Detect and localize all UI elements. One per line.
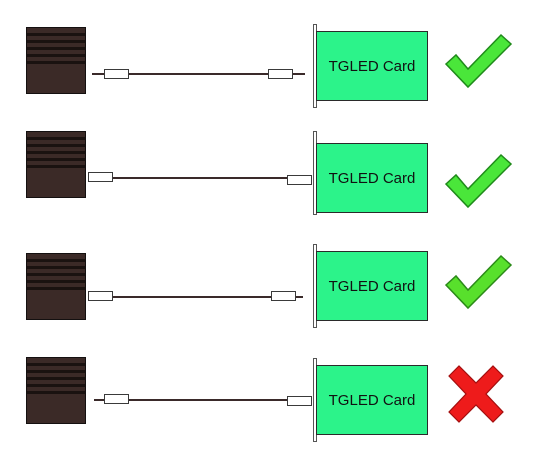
source-device: [26, 357, 86, 424]
card-label: TGLED Card: [328, 277, 416, 295]
connection-row: TGLED Card: [0, 330, 536, 442]
cable: [90, 177, 300, 179]
source-device: [26, 131, 86, 198]
cable: [94, 399, 302, 401]
cable: [92, 73, 305, 75]
card-label: TGLED Card: [328, 57, 416, 75]
tgled-card: TGLED Card: [316, 31, 428, 101]
checkmark-icon: [444, 254, 513, 310]
connection-row: TGLED Card: [0, 110, 536, 220]
tgled-card: TGLED Card: [316, 143, 428, 213]
cable-connector-left: [88, 172, 113, 182]
cable-connector-right: [271, 291, 296, 301]
cable-connector-right: [287, 396, 312, 406]
cable: [90, 296, 303, 298]
connection-row: TGLED Card: [0, 220, 536, 330]
cable-connector-left: [104, 69, 129, 79]
tgled-card: TGLED Card: [316, 365, 428, 435]
cable-connector-left: [88, 291, 113, 301]
source-device: [26, 253, 86, 320]
card-label: TGLED Card: [328, 391, 416, 409]
cable-connector-left: [104, 394, 129, 404]
source-device: [26, 27, 86, 94]
cable-connector-right: [268, 69, 293, 79]
cross-icon: [448, 365, 504, 423]
checkmark-icon: [444, 33, 513, 89]
cable-connector-right: [287, 175, 312, 185]
connection-row: TGLED Card: [0, 0, 536, 110]
checkmark-icon: [444, 153, 513, 209]
card-label: TGLED Card: [328, 169, 416, 187]
tgled-card: TGLED Card: [316, 251, 428, 321]
